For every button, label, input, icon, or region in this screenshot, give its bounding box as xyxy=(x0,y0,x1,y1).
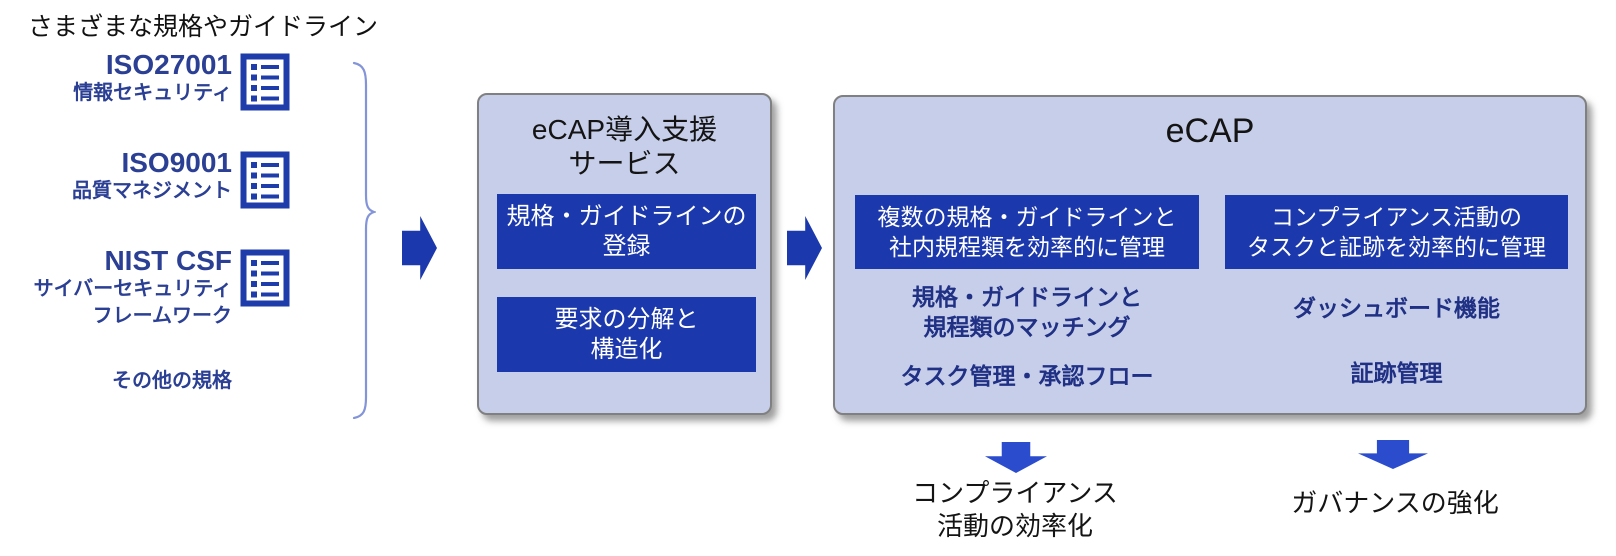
outcome-right: ガバナンスの強化 xyxy=(1291,488,1499,518)
standard-text: NIST CSF サイバーセキュリティ フレームワーク xyxy=(30,246,232,330)
checklist-icon xyxy=(240,151,290,209)
ecap-left-header: 複数の規格・ガイドラインと 社内規程類を効率的に管理 xyxy=(855,195,1199,269)
outcome-left: コンプライアンス 活動の効率化 xyxy=(912,478,1118,541)
standard-entry-nist-csf: NIST CSF サイバーセキュリティ フレームワーク xyxy=(30,246,292,330)
ecap-left-feature-matching: 規格・ガイドラインと 規程類のマッチング xyxy=(912,284,1142,340)
flow-arrow-right-1 xyxy=(402,216,437,280)
standard-name: ISO9001 xyxy=(121,147,232,178)
diagram-title: さまざまな規格やガイドライン xyxy=(28,13,379,41)
standard-text: ISO9001 品質マネジメント xyxy=(30,148,232,205)
standard-entry-iso9001: ISO9001 品質マネジメント xyxy=(30,148,292,209)
checklist-icon xyxy=(240,53,290,111)
standard-desc: 情報セキュリティ xyxy=(73,82,232,104)
standard-entry-iso27001: ISO27001 情報セキュリティ xyxy=(30,50,292,111)
ecap-panel: eCAP 複数の規格・ガイドラインと 社内規程類を効率的に管理 コンプライアンス… xyxy=(833,95,1587,415)
ecap-left-feature-task-flow: タスク管理・承認フロー xyxy=(900,363,1154,389)
service-panel-title: eCAP導入支援 サービス xyxy=(531,114,718,179)
standard-name: NIST CSF xyxy=(104,245,232,276)
outcome-arrow-down-1 xyxy=(985,442,1047,473)
standard-name: ISO27001 xyxy=(105,49,232,80)
service-step-registration: 規格・ガイドラインの 登録 xyxy=(497,194,756,269)
ecap-right-feature-evidence: 証跡管理 xyxy=(1350,360,1443,386)
standard-desc: サイバーセキュリティ フレームワーク xyxy=(33,278,232,327)
service-step-structuring: 要求の分解と 構造化 xyxy=(497,297,756,372)
checklist-icon xyxy=(240,249,290,307)
standard-text: ISO27001 情報セキュリティ xyxy=(30,50,232,107)
service-panel: eCAP導入支援 サービス 規格・ガイドラインの 登録 要求の分解と 構造化 xyxy=(477,93,772,415)
curly-brace xyxy=(352,61,376,419)
flow-arrow-right-2 xyxy=(787,216,822,280)
standard-desc: 品質マネジメント xyxy=(72,180,232,202)
outcome-arrow-down-2 xyxy=(1358,440,1428,469)
ecap-right-feature-dashboard: ダッシュボード機能 xyxy=(1293,295,1500,321)
ecap-right-header: コンプライアンス活動の タスクと証跡を効率的に管理 xyxy=(1225,195,1568,269)
ecap-panel-title: eCAP xyxy=(1165,112,1255,150)
standard-other: その他の規格 xyxy=(112,370,232,392)
